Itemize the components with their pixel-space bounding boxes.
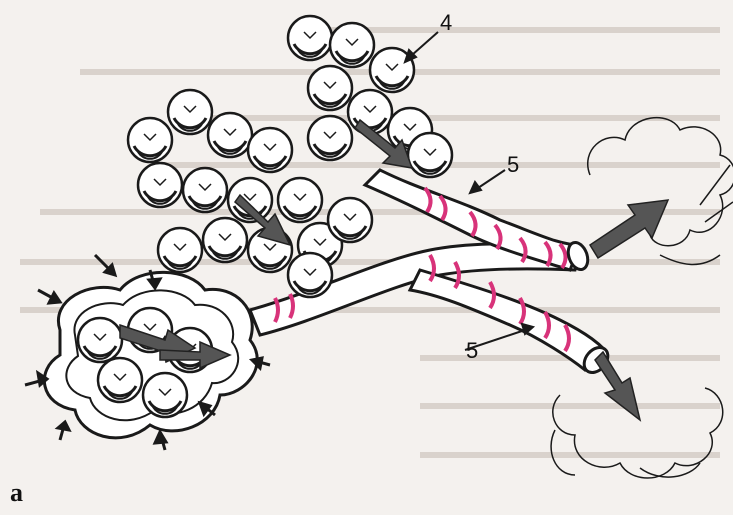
- exhaled-air-cloud-icon: [551, 118, 733, 478]
- label-airway-lower: 5: [466, 338, 478, 364]
- panel-label: а: [10, 478, 23, 508]
- label-alveoli: 4: [440, 10, 452, 36]
- label-airway-upper: 5: [507, 152, 519, 178]
